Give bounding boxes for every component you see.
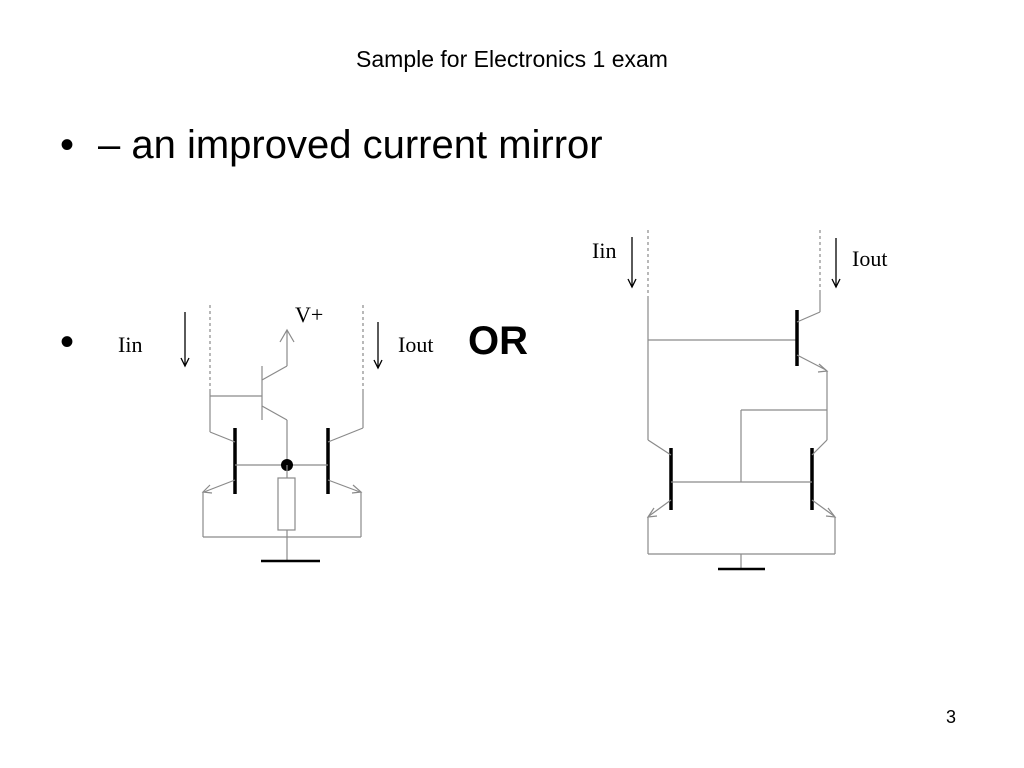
bullet-marker-2: •	[60, 320, 75, 364]
left-current-mirror: Iin Iout V+	[118, 302, 433, 563]
page-number: 3	[946, 707, 957, 727]
right-iin-label: Iin	[592, 238, 616, 263]
slide-title: Sample for Electronics 1 exam	[356, 46, 668, 72]
left-iout-arrow	[373, 322, 383, 370]
left-iout-label: Iout	[398, 332, 433, 357]
right-iin-arrow	[627, 237, 637, 289]
right-transistor-q1	[646, 439, 673, 518]
or-label: OR	[468, 319, 528, 363]
right-iout-label: Iout	[852, 246, 887, 271]
left-resistor	[277, 477, 296, 531]
right-transistor-q2	[810, 439, 837, 518]
left-iin-label: Iin	[118, 332, 142, 357]
left-transistor-q2	[326, 390, 364, 494]
left-supply-arrow	[279, 328, 295, 366]
left-transistor-q1	[201, 428, 237, 494]
bullet-text-1: – an improved current mirror	[98, 123, 603, 167]
left-supply-label: V+	[295, 302, 323, 327]
bullet-marker-1: •	[60, 123, 75, 167]
right-iout-arrow	[831, 238, 841, 289]
left-iin-arrow	[180, 312, 190, 368]
left-helper-transistor	[261, 365, 288, 421]
right-current-mirror: Iin Iout	[592, 230, 887, 571]
right-cascode-transistor	[795, 290, 829, 373]
